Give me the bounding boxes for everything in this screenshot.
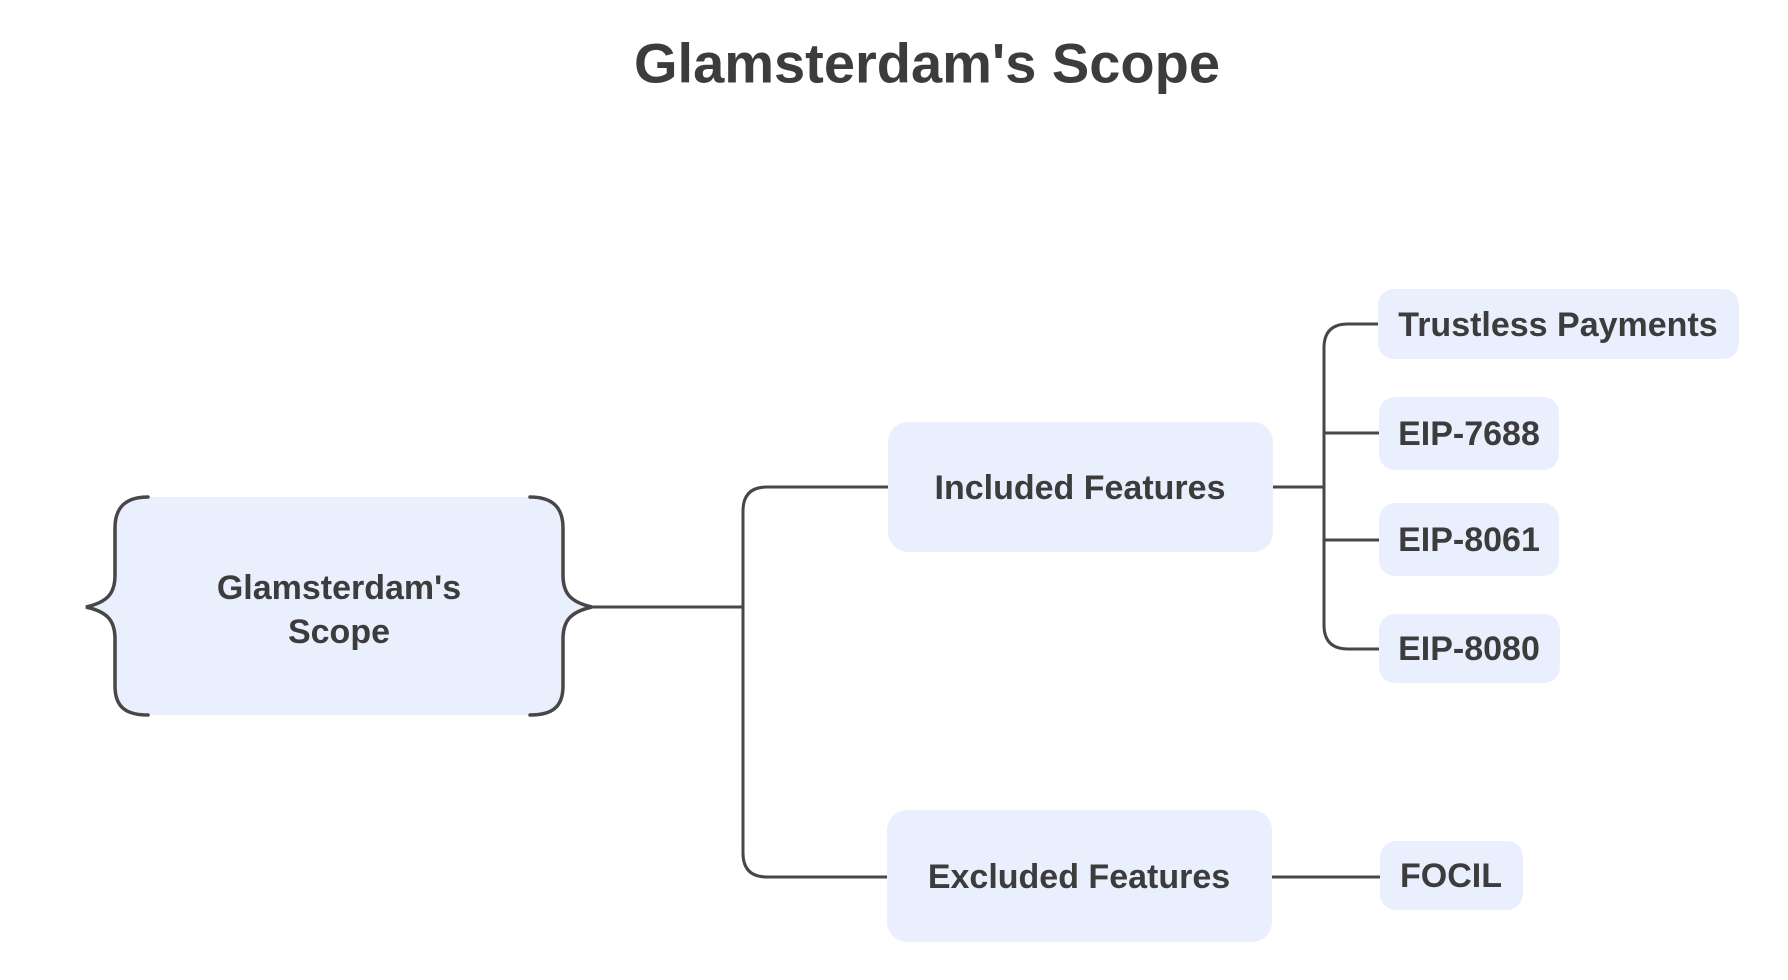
node-eip-8061-box <box>1379 503 1559 576</box>
node-excluded-features-box <box>887 810 1272 942</box>
node-included-features: Included Features <box>888 422 1273 552</box>
node-excluded-features-label: Excluded Features <box>928 858 1230 896</box>
node-eip-8080-label: EIP-8080 <box>1398 630 1540 668</box>
node-included-features-label: Included Features <box>935 469 1226 507</box>
root-node-label-line2: Scope <box>288 613 390 651</box>
node-eip-8061: EIP-8061 <box>1379 503 1559 576</box>
root-brace-right-icon <box>528 495 593 717</box>
root-node-fill <box>86 497 592 715</box>
node-eip-7688-label: EIP-7688 <box>1398 415 1540 453</box>
node-focil: FOCIL <box>1380 841 1523 910</box>
node-focil-label: FOCIL <box>1400 857 1502 895</box>
node-trustless-payments-label: Trustless Payments <box>1398 306 1717 344</box>
node-eip-8080: EIP-8080 <box>1379 614 1560 683</box>
root-brace-left-icon <box>85 495 150 717</box>
node-included-features-box <box>888 422 1273 552</box>
edge-trunk-included-children <box>1322 322 1381 651</box>
node-excluded-features: Excluded Features <box>887 810 1272 942</box>
node-eip-8061-label: EIP-8061 <box>1398 521 1540 559</box>
node-trustless-payments: Trustless Payments <box>1378 289 1739 359</box>
root-node: Glamsterdam's Scope <box>85 495 593 717</box>
edge-trunk-branches <box>741 485 890 879</box>
node-trustless-payments-box <box>1378 289 1739 359</box>
node-focil-box <box>1380 841 1523 910</box>
root-node-label-line1: Glamsterdam's <box>217 569 461 607</box>
node-eip-8080-box <box>1379 614 1560 683</box>
node-eip-7688: EIP-7688 <box>1379 397 1559 470</box>
page-title: Glamsterdam's Scope <box>634 32 1220 95</box>
node-eip-7688-box <box>1379 397 1559 470</box>
